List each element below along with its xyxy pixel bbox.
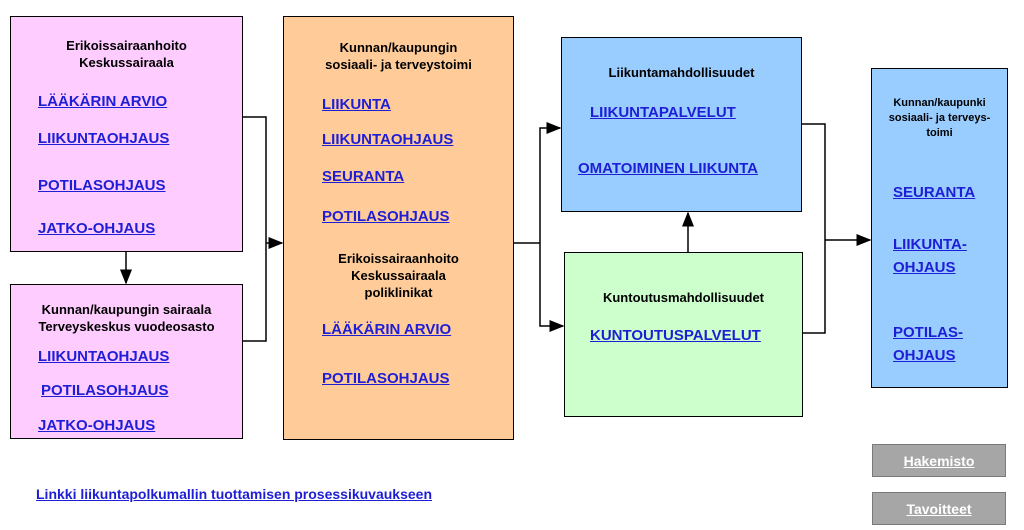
box6-link-seuranta[interactable]: SEURANTA (893, 184, 976, 201)
box5-link-kuntoutuspalvelut[interactable]: KUNTOUTUSPALVELUT (590, 327, 761, 344)
box4-link-liikuntapalvelut[interactable]: LIIKUNTAPALVELUT (590, 104, 736, 121)
box2-link-liikuntaohjaus[interactable]: LIIKUNTAOHJAUS (38, 348, 170, 365)
box2-link-potilasohjaus[interactable]: POTILASOHJAUS (41, 382, 169, 399)
box1-link-liikuntaohjaus[interactable]: LIIKUNTAOHJAUS (38, 130, 170, 147)
box1-title: Erikoissairaanhoito Keskussairaala (66, 38, 187, 70)
box-liikuntamahdollisuudet: Liikuntamahdollisuudet LIIKUNTAPALVELUT … (561, 37, 802, 212)
box-kuntoutusmahdollisuudet: Kuntoutusmahdollisuudet KUNTOUTUSPALVELU… (564, 252, 803, 417)
box1-link-potilasohjaus[interactable]: POTILASOHJAUS (38, 177, 166, 194)
box1-link-laakarin-arvio[interactable]: LÄÄKÄRIN ARVIO (38, 93, 168, 110)
box1-link-jatko-ohjaus[interactable]: JATKO-OHJAUS (38, 220, 156, 237)
box3-link-laakarin-arvio[interactable]: LÄÄKÄRIN ARVIO (322, 321, 452, 338)
directory-button[interactable]: Hakemisto (872, 444, 1006, 477)
box6-link-liikuntaohjaus[interactable]: LIIKUNTA- OHJAUS (893, 236, 967, 276)
arrow-to-box5 (539, 243, 565, 332)
box6-title: Kunnan/kaupunki sosiaali- ja terveys- to… (888, 97, 991, 139)
box3-link-potilasohjaus-2[interactable]: POTILASOHJAUS (322, 370, 450, 387)
box3-link-liikuntaohjaus[interactable]: LIIKUNTAOHJAUS (322, 131, 454, 148)
box6-link-potilasohjaus[interactable]: POTILAS- OHJAUS (893, 324, 963, 364)
box4-link-omatoiminen-liikunta[interactable]: OMATOIMINEN LIIKUNTA (578, 160, 758, 177)
connector-box1-right (243, 116, 267, 342)
box-kunnan-sairaala: Kunnan/kaupungin sairaala Terveyskeskus … (10, 284, 243, 439)
box3-link-potilasohjaus[interactable]: POTILASOHJAUS (322, 208, 450, 225)
box2-link-jatko-ohjaus[interactable]: JATKO-OHJAUS (38, 417, 156, 434)
box-erikoissairaanhoito: Erikoissairaanhoito Keskussairaala LÄÄKÄ… (10, 16, 243, 252)
box3-title: Kunnan/kaupungin sosiaali- ja terveystoi… (325, 40, 472, 72)
box4-title: Liikuntamahdollisuudet (608, 65, 755, 80)
box3-link-seuranta[interactable]: SEURANTA (322, 168, 405, 185)
box5-title: Kuntoutusmahdollisuudet (602, 290, 765, 305)
box2-title: Kunnan/kaupungin sairaala Terveyskeskus … (38, 302, 215, 334)
box-kunnan-kaupunki: Kunnan/kaupunki sosiaali- ja terveys- to… (871, 68, 1008, 388)
box-sosiaali-terveystoimi: Kunnan/kaupungin sosiaali- ja terveystoi… (283, 16, 514, 440)
box3-link-liikunta[interactable]: LIIKUNTA (322, 96, 391, 113)
arrow-to-box4 (539, 122, 562, 243)
goals-button[interactable]: Tavoitteet (872, 492, 1006, 525)
box3-subtitle: Erikoissairaanhoito Keskussairaala polik… (338, 251, 459, 300)
process-description-link[interactable]: Linkki liikuntapolkumallin tuottamisen p… (36, 486, 432, 502)
connector-right-merge (802, 123, 826, 334)
